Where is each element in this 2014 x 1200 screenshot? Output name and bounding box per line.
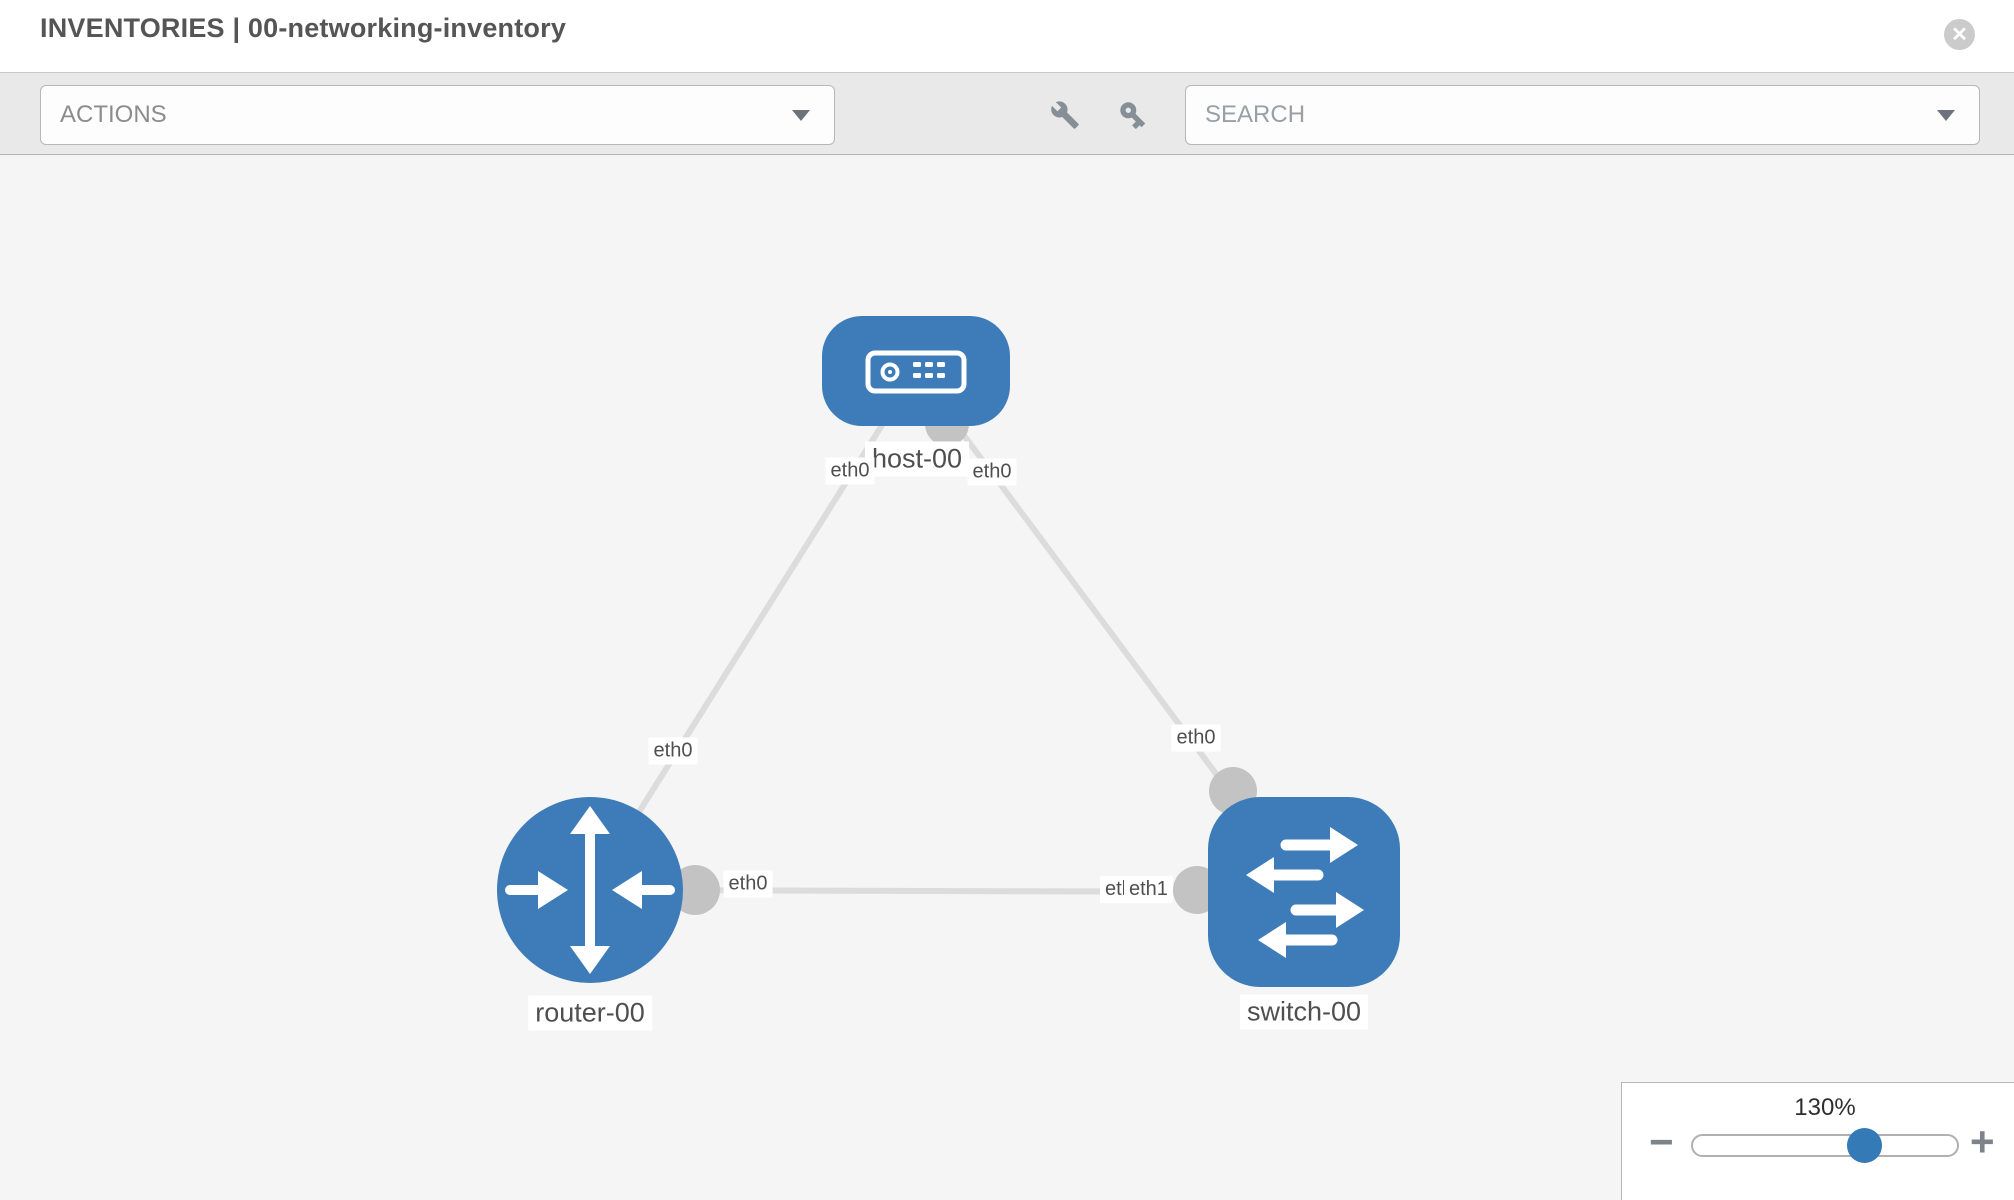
node-host-00[interactable]	[822, 316, 1010, 426]
zoom-slider-track[interactable]	[1691, 1134, 1959, 1157]
header: INVENTORIES | 00-networking-inventory ✕	[0, 0, 2014, 72]
host-icon	[865, 350, 967, 394]
search-input[interactable]	[1205, 101, 1937, 129]
zoom-in-button[interactable]: +	[1970, 1118, 1995, 1165]
page-title: INVENTORIES | 00-networking-inventory	[40, 13, 567, 43]
adhoc-commands-button[interactable]	[1045, 95, 1085, 135]
switch-icon	[1246, 827, 1364, 958]
zoom-out-button[interactable]: −	[1649, 1118, 1674, 1165]
credentials-button[interactable]	[1113, 95, 1153, 135]
search-dropdown[interactable]	[1185, 85, 1980, 145]
close-icon[interactable]: ✕	[1944, 19, 1975, 50]
topology-canvas[interactable]	[0, 155, 2014, 1200]
router-icon	[505, 806, 675, 974]
interface-bubble-router	[670, 865, 720, 915]
actions-dropdown-label: ACTIONS	[60, 101, 167, 128]
zoom-panel: 130% − +	[1621, 1082, 2014, 1200]
zoom-level: 130%	[1794, 1094, 1856, 1121]
toolbar: ACTIONS	[0, 72, 2014, 155]
zoom-slider-thumb[interactable]	[1847, 1128, 1882, 1163]
wrench-icon	[1051, 101, 1079, 129]
node-router-00[interactable]	[497, 797, 683, 983]
chevron-down-icon	[1937, 109, 1955, 121]
node-switch-00[interactable]	[1208, 797, 1400, 987]
interface-bubbles	[670, 402, 1257, 915]
key-icon	[1120, 102, 1146, 130]
actions-dropdown[interactable]: ACTIONS	[40, 85, 835, 145]
chevron-down-icon	[792, 109, 810, 121]
links	[587, 369, 1307, 895]
